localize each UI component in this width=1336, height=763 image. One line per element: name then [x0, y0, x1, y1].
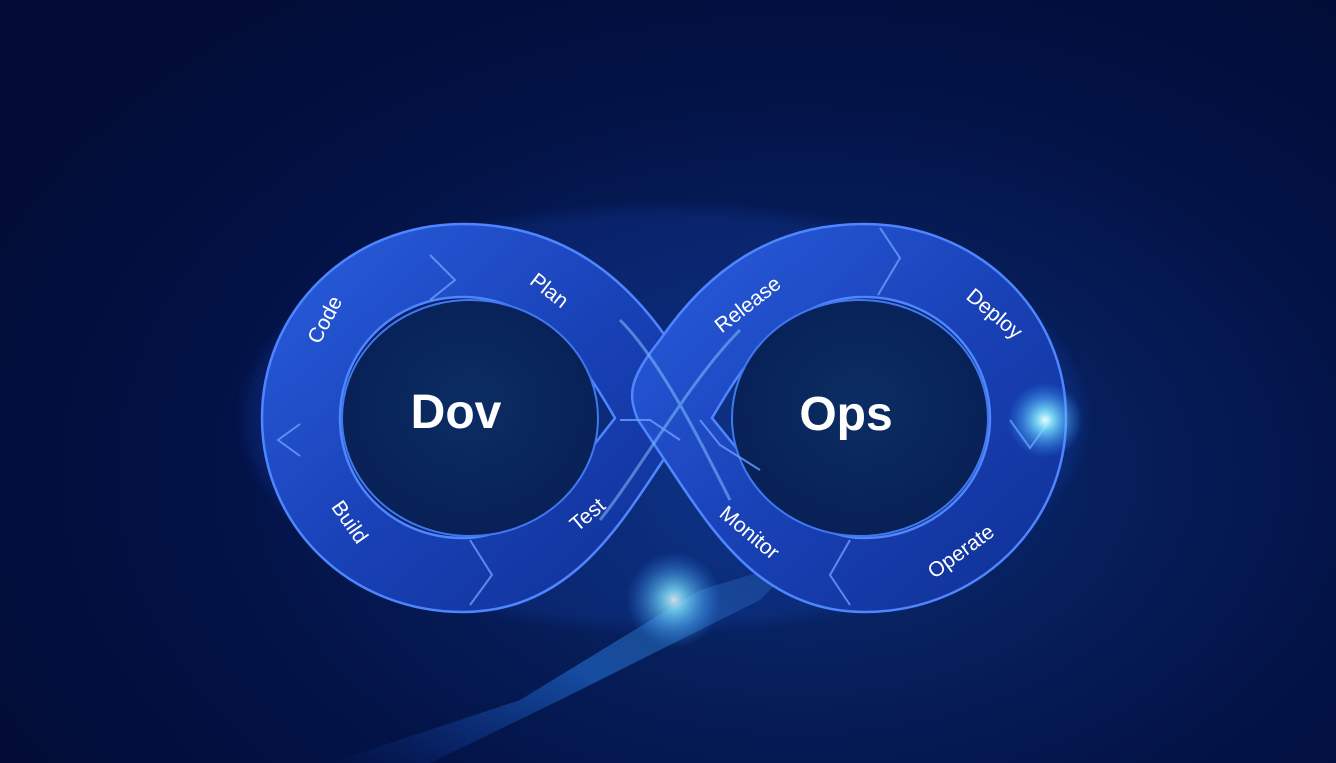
crossing-highlight	[598, 318, 742, 521]
glow-dot-bottom	[626, 552, 722, 648]
center-label-right: Ops	[799, 388, 892, 441]
right-ring	[630, 222, 1068, 614]
center-label-left: Dov	[411, 386, 502, 439]
glow-dot-right	[1007, 382, 1083, 458]
infinity-loop	[260, 222, 1068, 614]
left-hole	[341, 299, 599, 537]
right-hole	[731, 299, 989, 537]
